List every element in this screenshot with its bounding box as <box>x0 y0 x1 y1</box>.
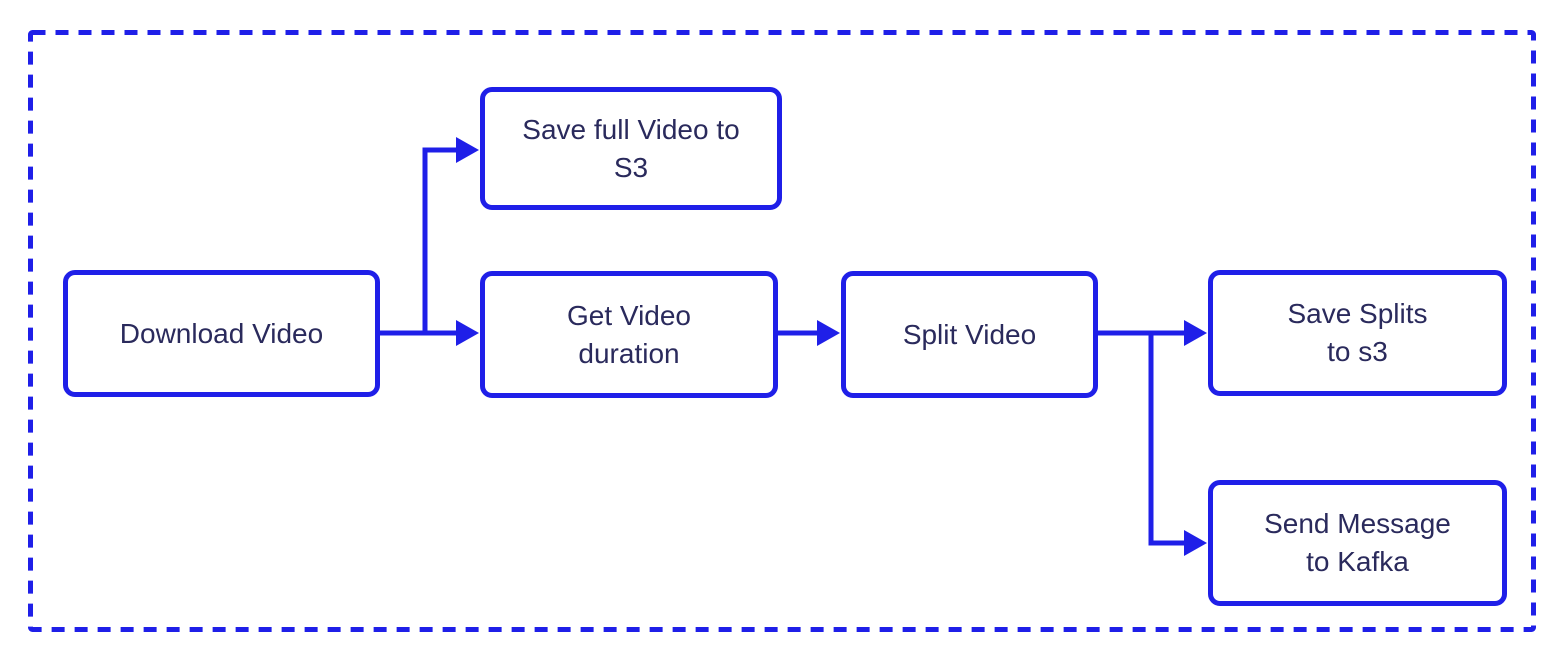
node-label: Save Splits to s3 <box>1287 298 1428 367</box>
edge-download-to-save-full-video <box>422 137 479 335</box>
edge-split-to-send-kafka <box>1148 333 1207 556</box>
node-label: Download Video <box>119 317 324 349</box>
node-label: Split Video <box>902 318 1037 350</box>
node-save-full-video-to-s3[interactable]: Save full Video to S3 <box>480 87 782 210</box>
node-label: Save full Video to S3 <box>522 113 740 183</box>
node-label: Get Video duration <box>566 299 692 369</box>
node-label: Send Message to Kafka <box>1264 508 1451 577</box>
node-get-video-duration[interactable]: Get Video duration <box>480 271 778 398</box>
node-split-video[interactable]: Split Video <box>841 271 1098 398</box>
node-download-video[interactable]: Download Video <box>63 270 380 397</box>
node-save-splits-to-s3[interactable]: Save Splits to s3 <box>1208 270 1507 396</box>
node-send-message-to-kafka[interactable]: Send Message to Kafka <box>1208 480 1507 606</box>
